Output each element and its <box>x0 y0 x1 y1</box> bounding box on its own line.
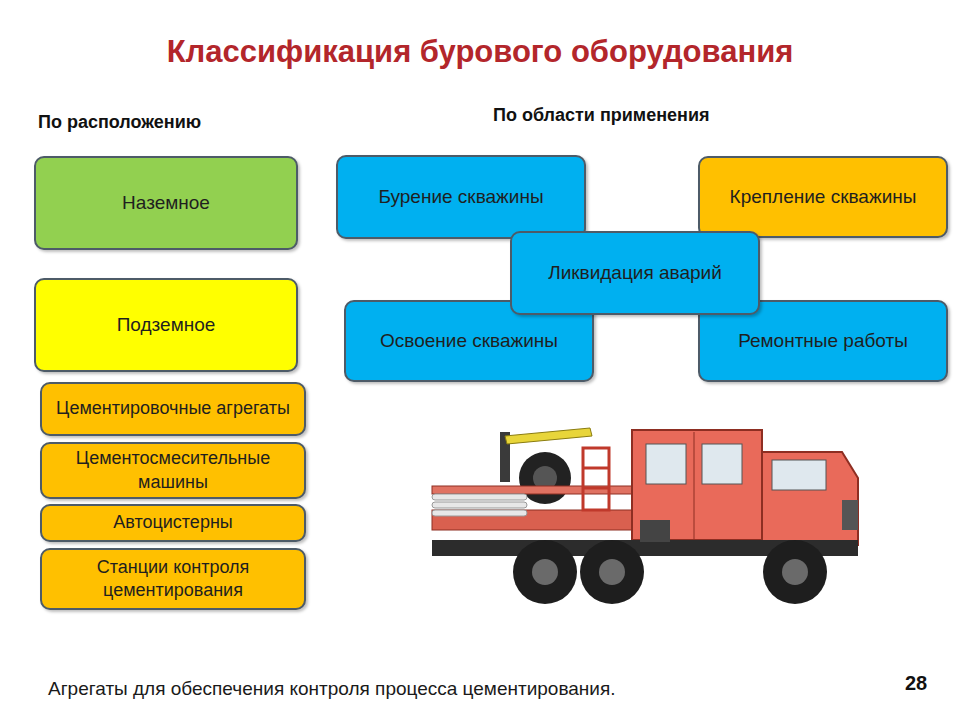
box-text: Освоение скважины <box>380 329 558 354</box>
slide-title: Классификация бурового оборудования <box>0 34 960 70</box>
category-box: Подземное <box>34 278 298 372</box>
box-text: Наземное <box>122 191 210 216</box>
group-heading: По расположению <box>38 112 201 133</box>
box-text: Крепление скважины <box>730 185 917 210</box>
box-text: Цементосмесительные машины <box>50 447 296 494</box>
category-box: Наземное <box>34 156 298 250</box>
category-box: Станции контроля цементирования <box>40 548 306 610</box>
category-box: Цементировочные агрегаты <box>40 382 306 436</box>
box-text: Подземное <box>117 313 216 338</box>
category-box: Крепление скважины <box>698 156 948 238</box>
category-box: Бурение скважины <box>336 155 586 239</box>
slide-caption: Агрегаты для обеспечения контроля процес… <box>48 678 616 700</box>
category-box: Ликвидация аварий <box>510 231 760 315</box>
page-number: 28 <box>905 672 927 695</box>
box-text: Станции контроля цементирования <box>50 556 296 603</box>
category-box: Автоцистерны <box>40 504 306 542</box>
group-heading: По области применения <box>493 105 710 126</box>
box-text: Цементировочные агрегаты <box>56 397 290 420</box>
box-text: Ремонтные работы <box>738 329 908 354</box>
box-text: Бурение скважины <box>378 185 543 210</box>
box-text: Ликвидация аварий <box>548 261 722 286</box>
box-text: Автоцистерны <box>113 511 233 534</box>
category-box: Цементосмесительные машины <box>40 442 306 499</box>
